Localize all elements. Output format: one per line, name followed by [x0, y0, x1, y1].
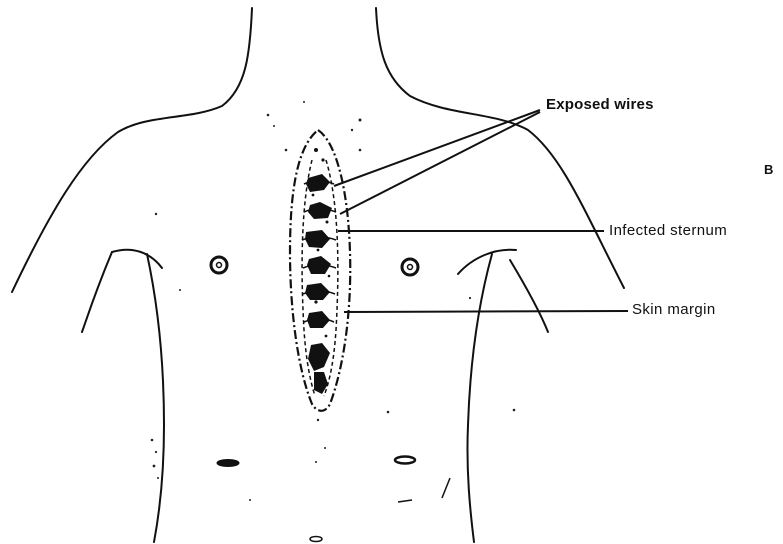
label-skin-margin: Skin margin	[632, 302, 716, 317]
label-exposed-wires: Exposed wires	[546, 97, 654, 112]
right-abdominal-mark	[395, 457, 415, 464]
right-neck-shoulder-outline	[376, 8, 624, 288]
right-arm-outline	[510, 260, 548, 332]
left-nipple	[211, 257, 227, 273]
panel-letter: B	[764, 163, 773, 176]
label-infected-sternum: Infected sternum	[609, 223, 727, 238]
leader-exposed-wires-upper	[334, 110, 540, 186]
left-arm-outline	[82, 252, 112, 332]
sternal-wound	[290, 130, 350, 411]
left-torso-side	[147, 254, 164, 542]
leader-exposed-wires-lower	[340, 112, 540, 214]
right-torso-side	[467, 254, 492, 542]
left-abdominal-mark	[217, 460, 239, 467]
right-nipple	[402, 259, 418, 275]
leader-skin-margin	[344, 311, 628, 312]
left-armpit-curve	[112, 250, 162, 268]
